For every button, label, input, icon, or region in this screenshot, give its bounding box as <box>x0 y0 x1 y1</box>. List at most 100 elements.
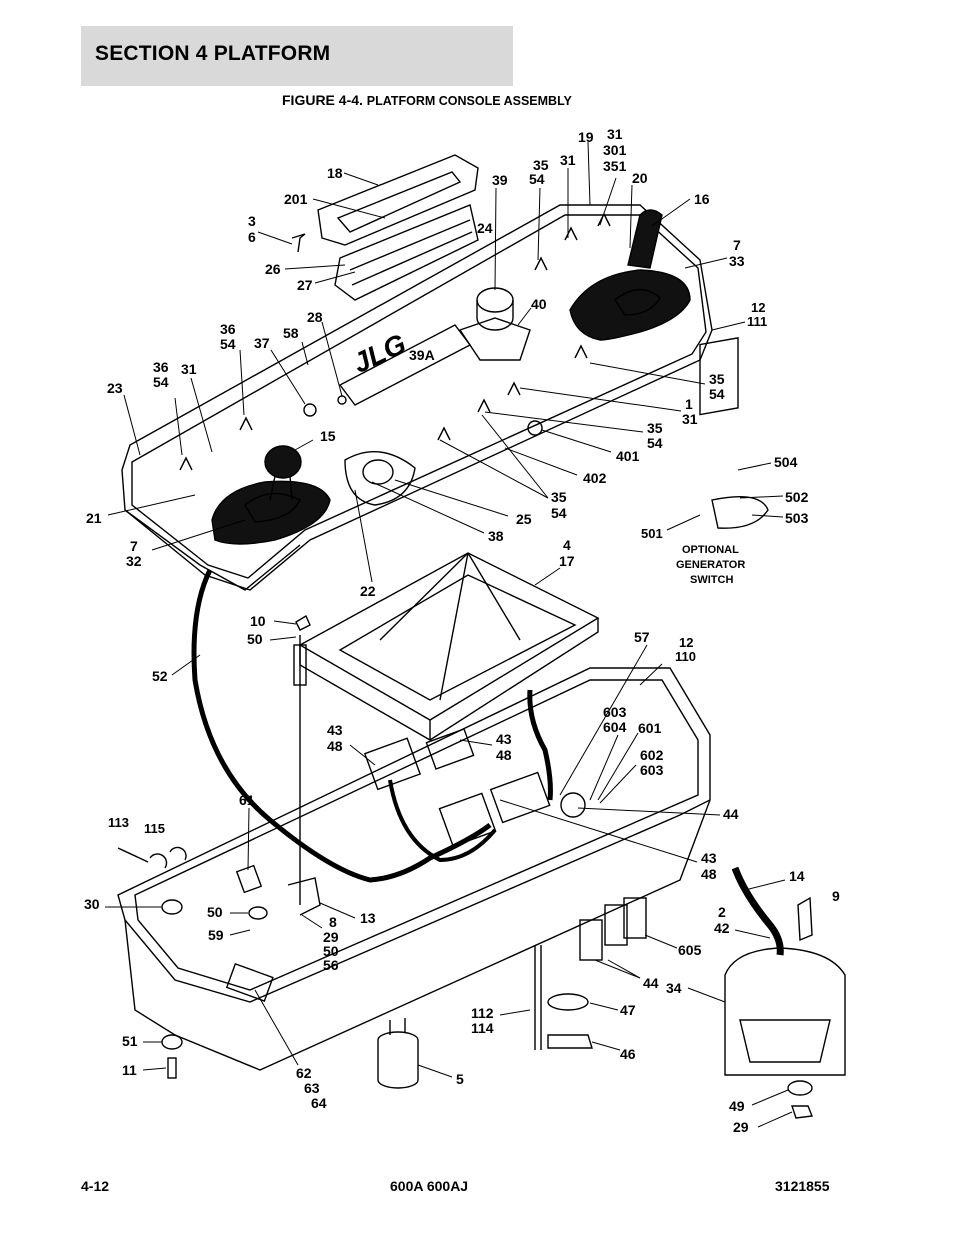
optional-generator-switch-rocker <box>711 495 769 529</box>
callout-12: 12 <box>679 635 693 650</box>
callout-21: 21 <box>86 510 102 526</box>
callout-604: 604 <box>603 719 627 735</box>
callout-56: 56 <box>323 957 339 973</box>
clip <box>235 864 263 894</box>
strain-relief <box>604 904 628 946</box>
callout-61: 61 <box>239 792 255 808</box>
callout-7: 7 <box>130 538 138 554</box>
lower-console-housing <box>117 667 711 1003</box>
callout-31: 31 <box>682 411 698 427</box>
housing-front-face <box>124 799 711 1071</box>
callout-351: 351 <box>603 158 627 174</box>
upper-console-rim <box>131 214 707 579</box>
strain-relief <box>579 919 603 961</box>
figure-number: FIGURE 4-4. <box>282 92 363 108</box>
callout-30: 30 <box>84 896 100 912</box>
connector <box>438 792 497 848</box>
lanyard-pin <box>117 846 187 869</box>
washer <box>161 899 183 915</box>
callout-3: 3 <box>248 213 256 229</box>
callout-49: 49 <box>729 1098 745 1114</box>
section-header-bar: SECTION 4 PLATFORM <box>81 26 513 86</box>
optional-generator-switch-plate <box>699 337 739 416</box>
connector <box>489 771 551 824</box>
callout-54: 54 <box>709 386 725 402</box>
callout-54: 54 <box>220 336 236 352</box>
callout-32: 32 <box>126 553 142 569</box>
optional-label-line-3: SWITCH <box>690 574 733 586</box>
callout-31: 31 <box>607 126 623 142</box>
foot-switch-body <box>724 947 846 1076</box>
nut <box>791 1105 813 1119</box>
callout-16: 16 <box>694 191 710 207</box>
connector <box>425 728 475 770</box>
nut <box>547 1034 593 1049</box>
callout-20: 20 <box>632 170 648 186</box>
callout-601: 601 <box>638 720 662 736</box>
callout-13: 13 <box>360 910 376 926</box>
callout-42: 42 <box>714 920 730 936</box>
callout-111: 111 <box>747 314 767 329</box>
optional-label-line-1: OPTIONAL <box>682 544 739 556</box>
terminal-strip <box>225 962 274 1002</box>
callout-5: 5 <box>456 1071 464 1087</box>
washer <box>547 993 589 1011</box>
callout-labels: 18 201 3 6 26 27 39 35 54 31 19 31 301 3… <box>84 126 840 1135</box>
callout-603: 603 <box>603 704 627 720</box>
callout-43: 43 <box>701 850 717 866</box>
callout-8: 8 <box>329 914 337 930</box>
callout-19: 19 <box>578 129 594 145</box>
callout-24: 24 <box>477 220 493 236</box>
foot-switch-cable <box>731 866 784 956</box>
callout-15: 15 <box>320 428 336 444</box>
callout-35: 35 <box>551 489 567 505</box>
callout-114: 114 <box>471 1020 494 1036</box>
callout-9: 9 <box>832 888 840 904</box>
callout-37: 37 <box>254 335 270 351</box>
washer <box>248 906 268 920</box>
screw <box>167 1057 177 1079</box>
callout-12: 12 <box>751 300 765 315</box>
leader-lines <box>105 141 793 1128</box>
callout-29: 29 <box>323 929 339 945</box>
callout-201: 201 <box>284 191 308 207</box>
callout-26: 26 <box>265 261 281 277</box>
callout-35: 35 <box>647 420 663 436</box>
callout-35: 35 <box>709 371 725 387</box>
callout-17: 17 <box>559 553 575 569</box>
washer <box>161 1034 183 1050</box>
callout-29: 29 <box>733 1119 749 1135</box>
callout-44: 44 <box>723 806 739 822</box>
callout-50: 50 <box>323 943 339 959</box>
line-art <box>105 141 846 1128</box>
standoff <box>293 644 307 686</box>
section-title: SECTION 4 PLATFORM <box>95 42 331 65</box>
callout-54: 54 <box>529 171 545 187</box>
optional-label-line-2: GENERATOR <box>676 559 745 571</box>
callout-503: 503 <box>785 510 809 526</box>
callout-46: 46 <box>620 1046 636 1062</box>
callout-40: 40 <box>531 296 547 312</box>
callout-35: 35 <box>533 157 549 173</box>
callout-605: 605 <box>678 942 702 958</box>
callout-51: 51 <box>122 1033 138 1049</box>
callout-52: 52 <box>152 668 168 684</box>
left-joystick-knob <box>264 445 302 479</box>
right-joystick-boot <box>614 288 661 316</box>
callout-402: 402 <box>583 470 607 486</box>
callout-44: 44 <box>643 975 659 991</box>
callout-62: 62 <box>296 1065 312 1081</box>
indicator-light <box>337 395 347 405</box>
callout-50: 50 <box>207 904 223 920</box>
callout-33: 33 <box>729 253 745 269</box>
rotary-knob <box>362 459 394 485</box>
callout-4: 4 <box>563 537 571 553</box>
strain-relief <box>623 897 647 939</box>
callout-63: 63 <box>304 1080 320 1096</box>
callout-27: 27 <box>297 277 313 293</box>
right-joystick-handle <box>627 209 663 269</box>
right-joystick-base <box>569 269 691 341</box>
callout-7: 7 <box>733 237 741 253</box>
callout-25: 25 <box>516 511 532 527</box>
callout-14: 14 <box>789 868 805 884</box>
